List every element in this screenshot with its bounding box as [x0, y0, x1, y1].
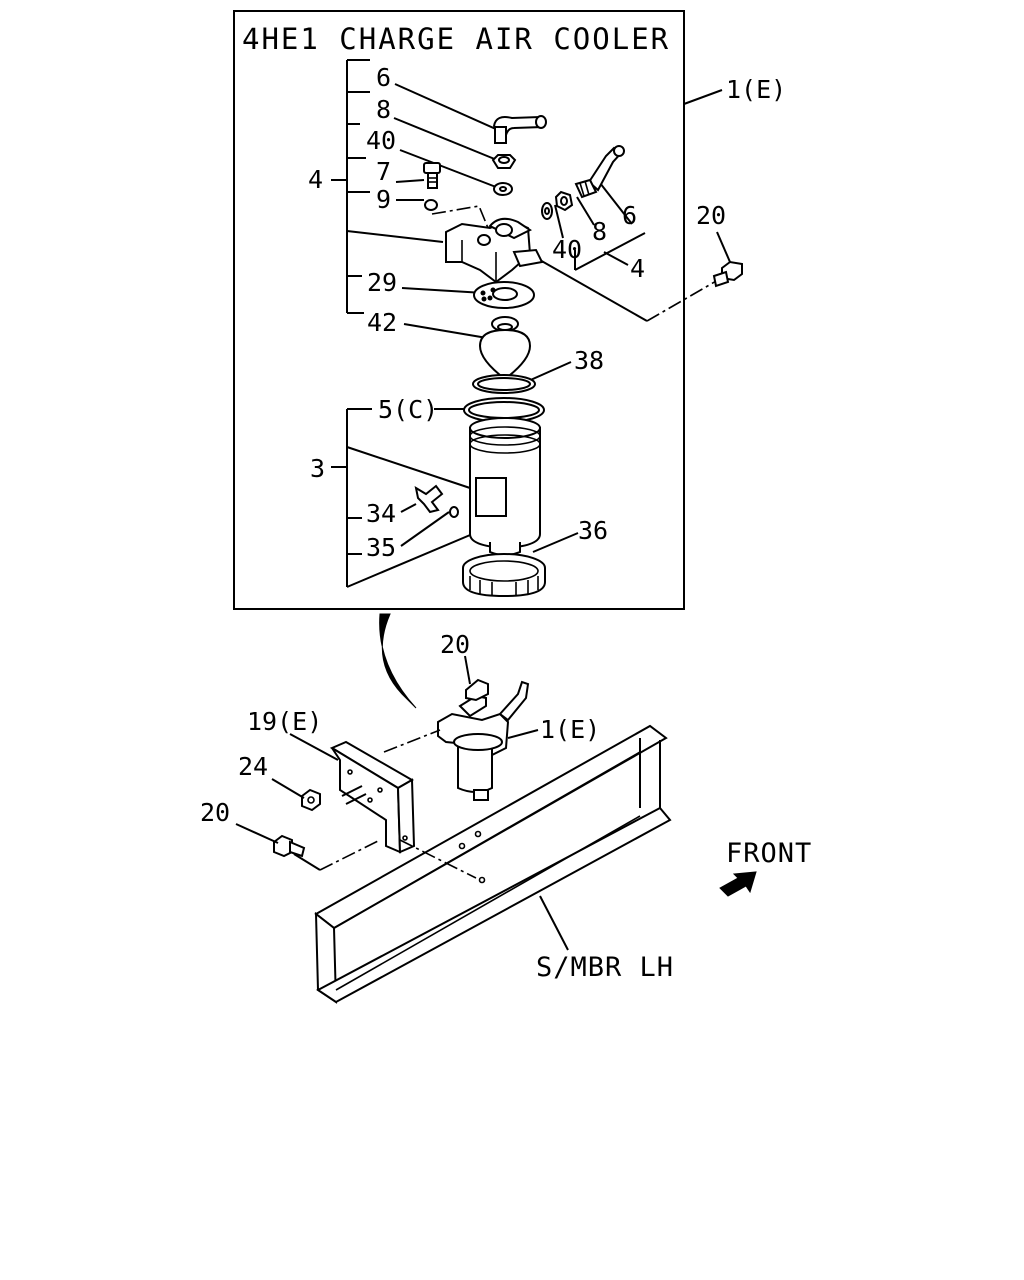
filter-bowl-3 [469, 417, 541, 556]
bolt-7 [423, 162, 441, 189]
wing-plug-34 [414, 484, 444, 514]
label-4: 4 [308, 165, 323, 194]
label-29: 29 [367, 268, 397, 297]
label-7: 7 [376, 157, 391, 186]
pipe-6-right [574, 145, 625, 199]
bolt-20-detail [712, 260, 743, 288]
transfer-arrow [379, 613, 417, 709]
label-4-right: 4 [630, 254, 645, 283]
o-ring-35 [449, 506, 459, 518]
label-9: 9 [376, 185, 391, 214]
label-20-right: 20 [696, 201, 726, 230]
diagram-title: 4HE1 CHARGE AIR COOLER [242, 22, 670, 56]
label-20-lower-top: 20 [440, 630, 470, 659]
washer-40-right [541, 202, 553, 220]
arrow-icon [719, 871, 757, 897]
o-ring-9 [424, 199, 438, 211]
gasket-29 [473, 281, 535, 309]
pipe-elbow-6 [492, 115, 547, 144]
o-ring-38 [472, 374, 536, 394]
bracket-group-3 [331, 409, 579, 588]
element-42 [478, 316, 532, 381]
ring-5 [463, 397, 545, 423]
nut-8-right [554, 190, 574, 212]
nut-24 [301, 788, 321, 812]
label-36: 36 [578, 516, 608, 545]
ring-nut-36 [462, 553, 546, 598]
label-40-right: 40 [552, 235, 582, 264]
label-8: 8 [376, 95, 391, 124]
detail-frame [233, 10, 685, 610]
label-40: 40 [366, 126, 396, 155]
label-42: 42 [367, 308, 397, 337]
label-assembly-1e: 1(E) [726, 75, 786, 104]
side-member-beam [314, 724, 672, 1004]
label-3: 3 [310, 454, 325, 483]
label-side-member: S/MBR LH [536, 952, 674, 983]
label-front: FRONT [726, 838, 812, 869]
label-1e-lower: 1(E) [540, 715, 600, 744]
filter-assembly-installed [437, 678, 530, 801]
label-38: 38 [574, 346, 604, 375]
bracket-19 [329, 740, 416, 854]
label-6-right: 6 [622, 201, 637, 230]
label-35: 35 [366, 533, 396, 562]
leader-lines-top [347, 83, 731, 410]
bracket-group-4 [331, 59, 444, 314]
label-20-lower-left: 20 [200, 798, 230, 827]
label-19e: 19(E) [247, 707, 322, 736]
label-6: 6 [376, 63, 391, 92]
bolt-20-lower [273, 834, 306, 858]
nut-8-top [491, 154, 517, 169]
label-34: 34 [366, 499, 396, 528]
leader-lines-lower [235, 655, 569, 951]
washer-40-top [493, 182, 513, 196]
label-8-right: 8 [592, 217, 607, 246]
label-5c: 5(C) [378, 395, 438, 424]
filter-head-housing [445, 217, 544, 284]
label-24: 24 [238, 752, 268, 781]
